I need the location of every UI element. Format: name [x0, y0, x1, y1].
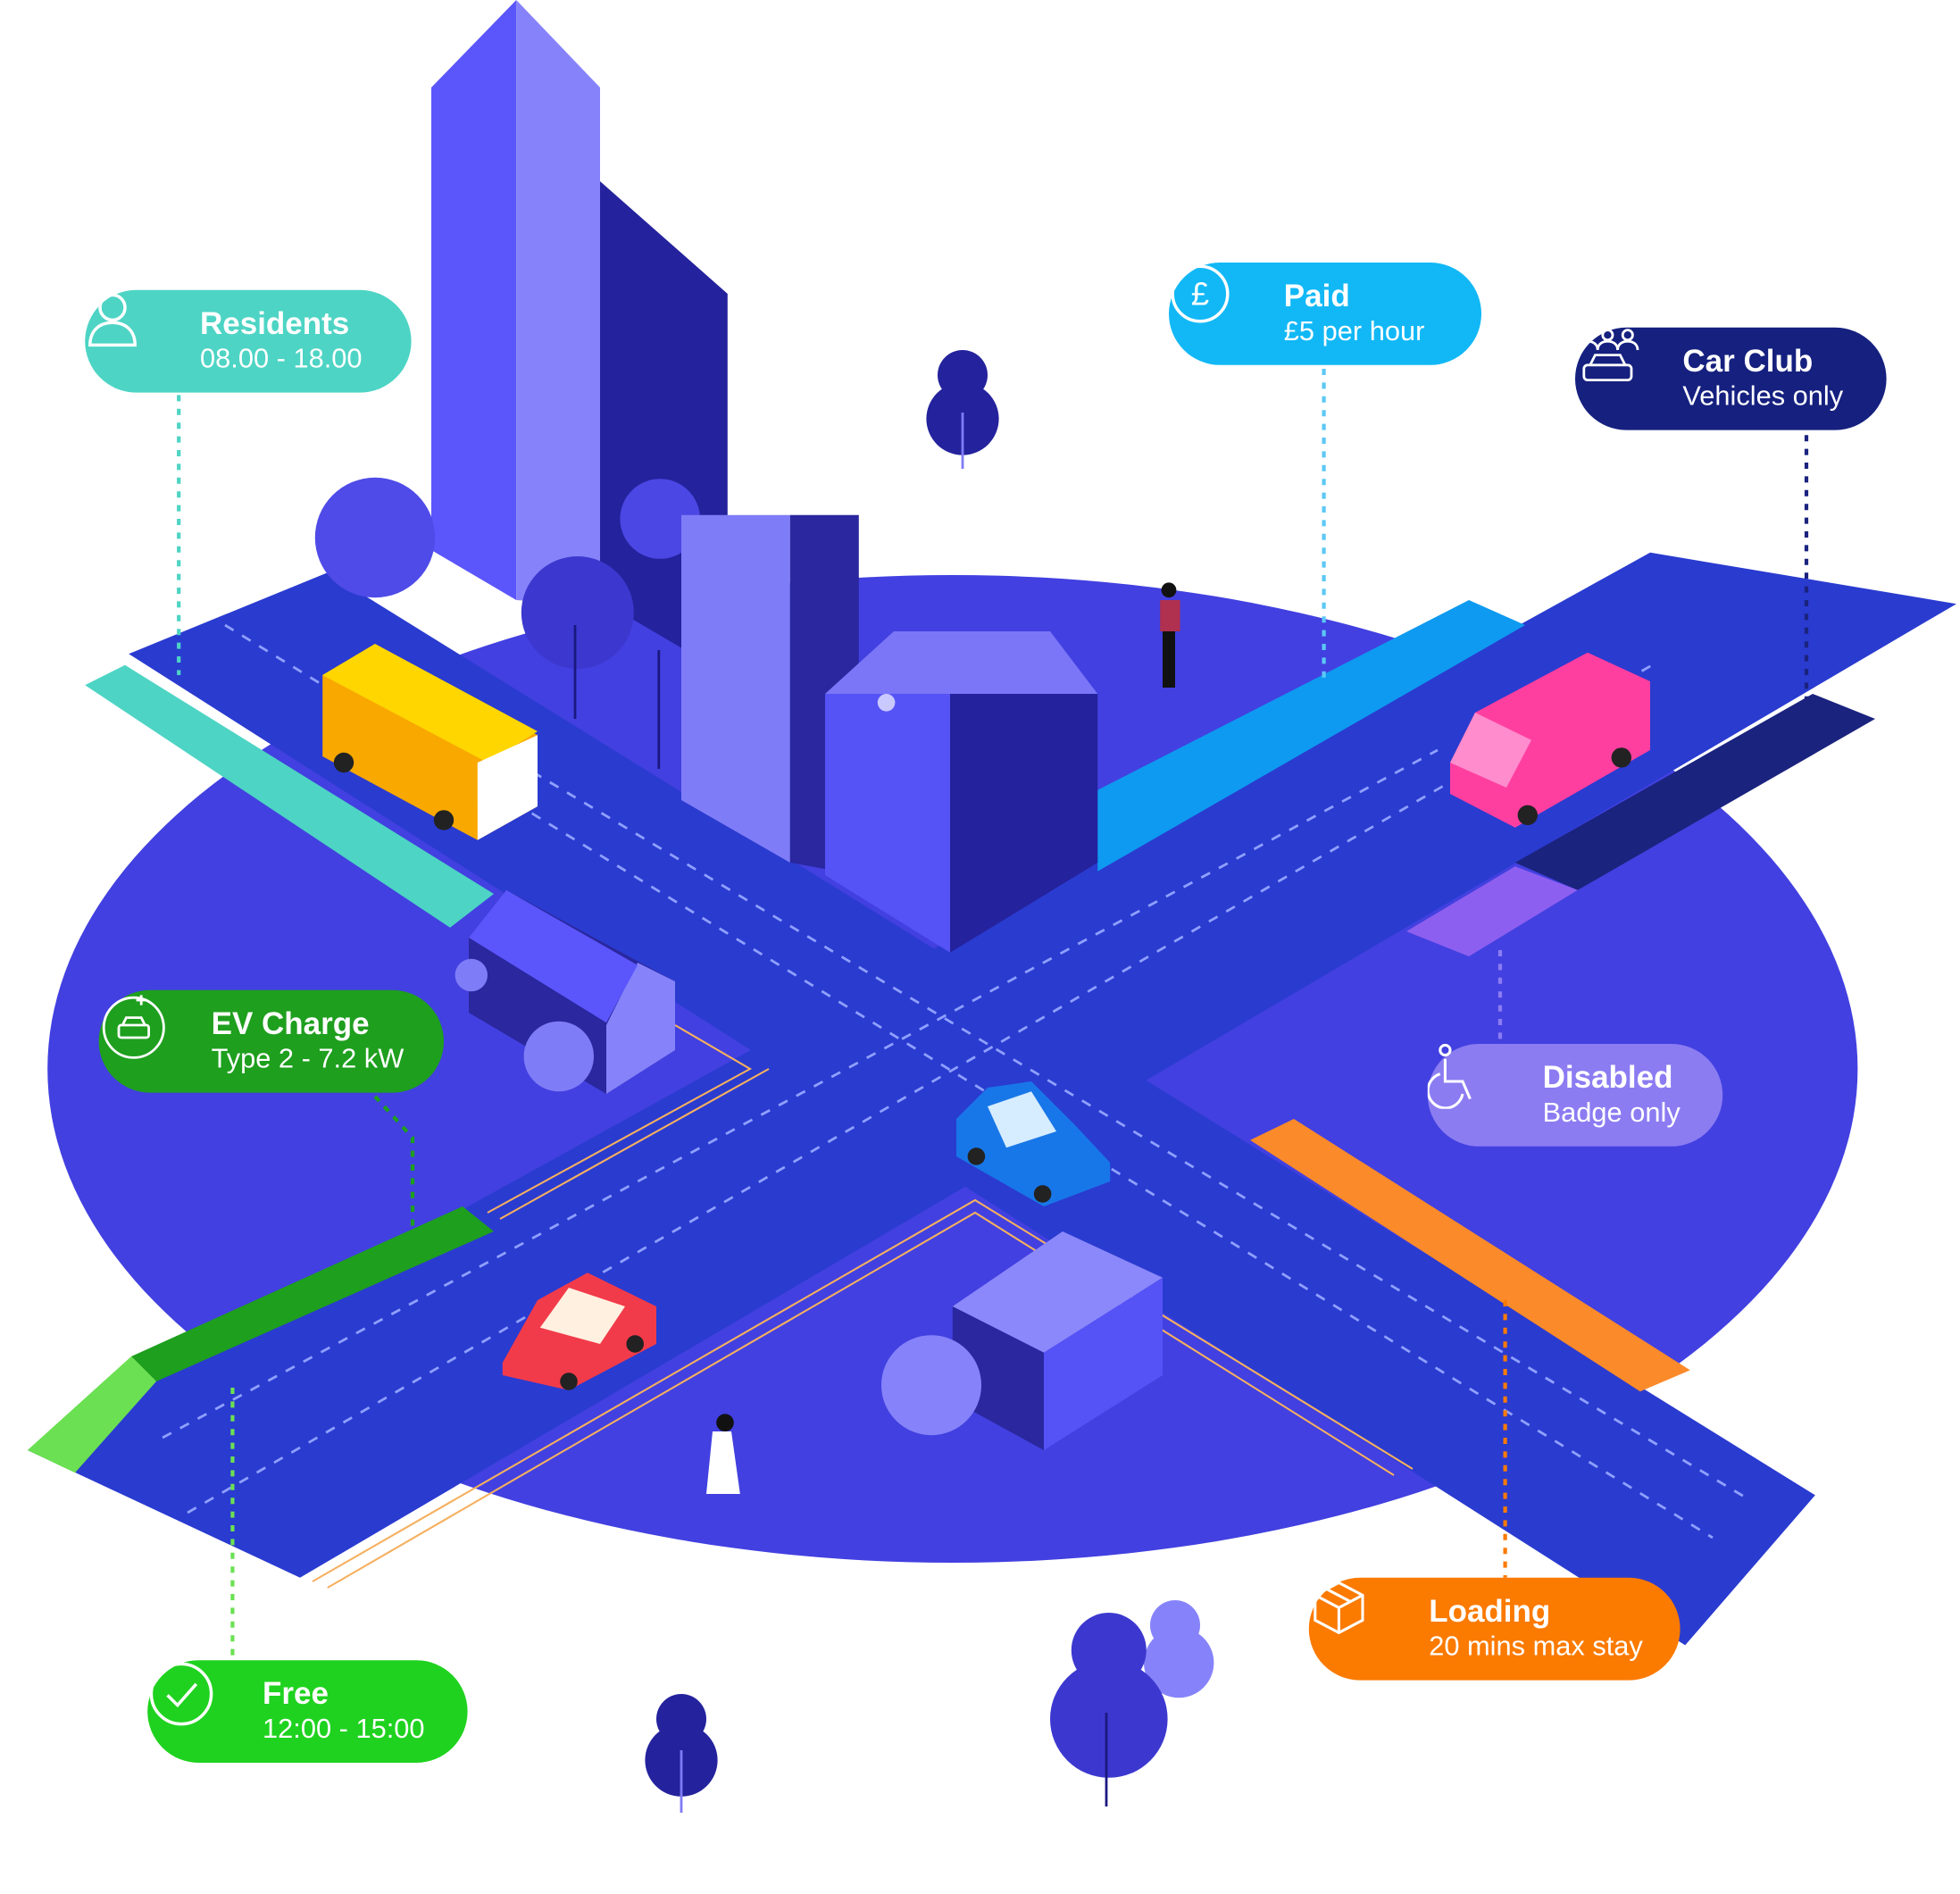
loading-bays: [1250, 1119, 1690, 1392]
pedestrians: [706, 582, 1180, 1494]
loading-title: Loading: [1429, 1594, 1551, 1630]
residents-hours: 08.00 - 18.00: [200, 342, 363, 374]
residents-title: Residents: [200, 306, 350, 342]
disabled-title: Disabled: [1542, 1060, 1673, 1096]
block-building: [881, 1231, 1163, 1450]
label-connectors: [177, 368, 1809, 1661]
car-club-icon: [1576, 329, 1665, 410]
yellow-bus: [322, 644, 538, 840]
free-hours: 12:00 - 15:00: [263, 1713, 425, 1744]
car-club-subtitle: Vehicles only: [1682, 380, 1844, 412]
svg-text:£: £: [1191, 276, 1209, 313]
person-icon: [88, 293, 182, 372]
tree-cluster-left: [314, 477, 700, 769]
house-right: [825, 631, 1098, 953]
tower-building: [431, 0, 728, 675]
car-club-title: Car Club: [1682, 344, 1814, 380]
small-house-left: [455, 889, 675, 1094]
pink-van: [1450, 652, 1650, 828]
trees: [645, 350, 1214, 1813]
paid-title: Paid: [1283, 279, 1350, 314]
free-bays: [27, 1356, 156, 1473]
road-markings: [162, 623, 1751, 1539]
free-title: Free: [263, 1676, 329, 1712]
paid-label: £ Paid£5 per hour: [1169, 263, 1481, 365]
disabled-bays: [1406, 866, 1578, 956]
car-club-bays: [1514, 694, 1875, 890]
blue-car: [956, 1081, 1111, 1206]
paid-bays: [1097, 600, 1525, 872]
pound-icon: £: [1171, 264, 1266, 345]
ev-bays: [131, 1206, 494, 1381]
check-icon: [149, 1662, 246, 1746]
wheelchair-icon: [1427, 1044, 1525, 1126]
ev-charge-spec: Type 2 - 7.2 kW: [211, 1042, 405, 1074]
road-sw-ne: [27, 552, 1956, 1578]
residents-bays: [85, 664, 494, 928]
loading-subtitle: 20 mins max stay: [1429, 1630, 1643, 1662]
paid-rate: £5 per hour: [1283, 314, 1425, 346]
ev-charge-title: EV Charge: [211, 1006, 370, 1042]
ev-plug-icon: [102, 995, 194, 1076]
sidewalk-lines: [312, 1024, 1414, 1589]
mid-building: [681, 514, 859, 875]
box-icon: [1314, 1581, 1412, 1660]
disabled-subtitle: Badge only: [1542, 1096, 1681, 1128]
red-car: [502, 1272, 656, 1390]
